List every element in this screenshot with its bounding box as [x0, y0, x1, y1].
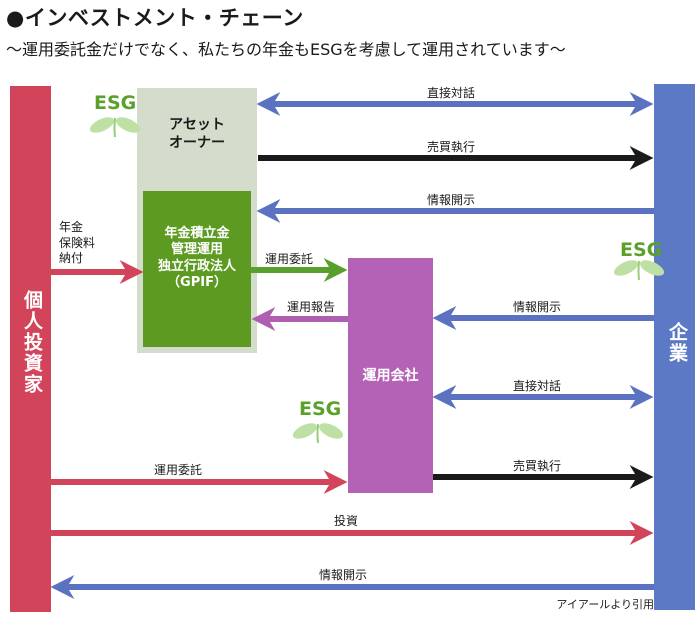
pension-payment-label: 年金 保険料 納付 [59, 220, 96, 266]
investor-bar [10, 86, 51, 612]
page-subtitle: ～運用委託金だけでなく、私たちの年金もESGを考慮して運用されています～ [6, 40, 566, 59]
esg-plant-icon-company: ESG [613, 239, 665, 281]
investor-label: 個人投資家 [21, 290, 43, 395]
label-gpif-manager-entrust: 運用委託 [265, 252, 314, 266]
label-owner-company-dialogue: 直接対話 [427, 86, 476, 100]
asset-manager-label: 運用会社 [362, 368, 419, 384]
company-label: 企業 [666, 322, 688, 364]
label-company-owner-disclosure: 情報開示 [427, 193, 476, 207]
label-company-investor-disclosure: 情報開示 [319, 568, 368, 582]
label-manager-company-trading: 売買執行 [513, 459, 562, 473]
esg-plant-icon-owner: ESG [89, 92, 141, 138]
label-owner-company-trading: 売買執行 [427, 140, 476, 154]
gpif-box [143, 191, 251, 347]
svg-text:ESG: ESG [94, 92, 136, 114]
label-manager-gpif-report: 運用報告 [287, 300, 336, 314]
label-company-manager-disclosure: 情報開示 [513, 300, 562, 314]
asset-manager-box [348, 258, 433, 493]
gpif-label: 年金積立金 管理運用 独立行政法人 （GPIF） [157, 226, 236, 290]
source-credit: アイアールより引用 [556, 598, 654, 611]
label-manager-company-dialogue: 直接対話 [513, 379, 562, 393]
svg-text:ESG: ESG [620, 239, 662, 261]
asset-owner-label: アセット オーナー [169, 117, 225, 151]
svg-text:ESG: ESG [299, 398, 341, 420]
esg-plant-icon-manager: ESG [292, 398, 344, 444]
label-investor-company-invest: 投資 [334, 514, 359, 528]
label-investor-manager-entrust: 運用委託 [154, 463, 203, 477]
company-bar [654, 84, 695, 610]
page-title: ●インベストメント・チェーン [6, 6, 304, 30]
